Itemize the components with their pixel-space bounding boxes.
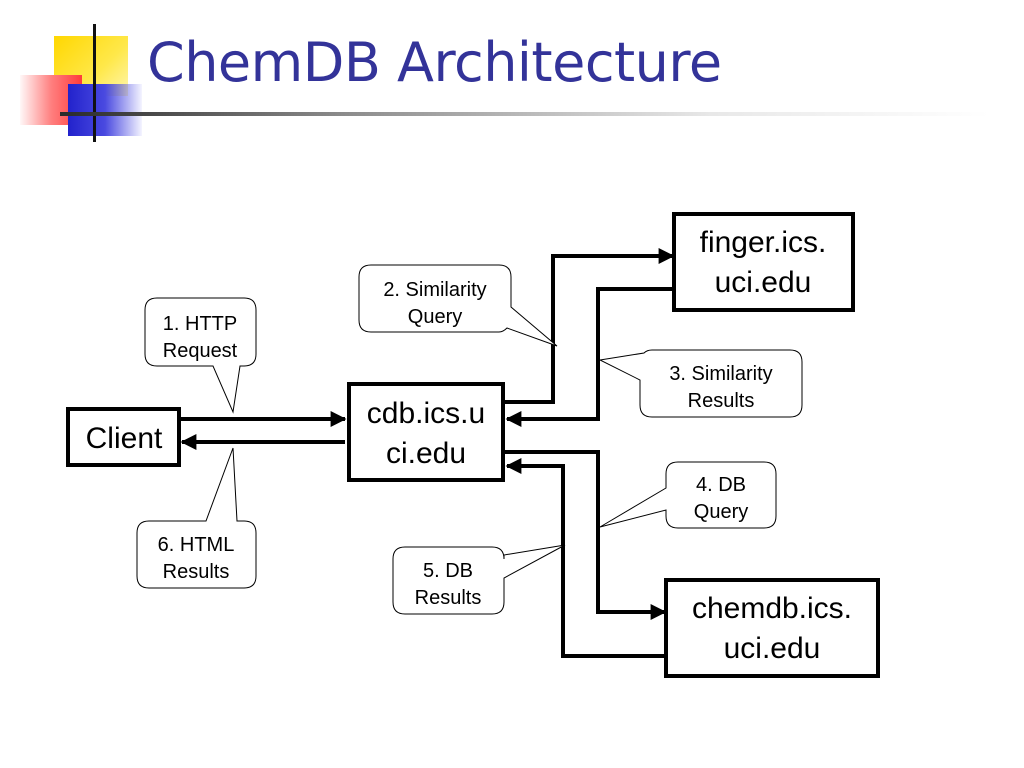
node-client-label: Client [86,422,163,455]
decorative-logo [0,0,150,150]
callout-db-query-line1: 4. DB [696,474,746,496]
arrow-chemdb-to-cdb [505,458,665,658]
node-chemdb-line1: chemdb.ics. [692,592,852,625]
callout-db-results-line1: 5. DB [423,560,473,582]
node-cdb-line2: ci.edu [386,437,466,470]
callout-similarity-results: 3. Similarity Results [598,349,803,418]
callout-http-request-line1: 1. HTTP [163,313,237,335]
callout-html-results-line1: 6. HTML [158,534,235,556]
callout-similarity-query-line1: 2. Similarity [383,279,486,301]
callout-similarity-query-line2: Query [408,306,462,328]
callout-html-results: 6. HTML Results [136,447,257,589]
logo-blue-square [68,84,142,136]
arrow-cdb-to-chemdb [505,450,667,620]
logo-vertical-line [93,24,96,142]
callout-similarity-results-line1: 3. Similarity [669,363,772,385]
callout-db-results-line2: Results [415,587,482,609]
callout-html-results-line2: Results [163,561,230,583]
callout-db-query: 4. DB Query [599,461,777,529]
node-chemdb: chemdb.ics. uci.edu [664,578,880,678]
node-finger: finger.ics. uci.edu [672,212,855,312]
node-client: Client [66,407,181,467]
callout-http-request-line2: Request [163,340,238,362]
node-finger-line1: finger.ics. [700,226,827,259]
callout-similarity-results-line2: Results [688,390,755,412]
node-chemdb-line2: uci.edu [724,632,821,665]
callout-http-request: 1. HTTP Request [144,297,257,414]
arrow-cdb-to-finger [505,248,675,404]
connectors [180,248,675,658]
callout-db-results: 5. DB Results [392,544,566,615]
callout-db-query-line2: Query [694,501,748,523]
node-finger-line2: uci.edu [715,266,812,299]
slide-title: ChemDB Architecture [147,31,722,94]
title-rule [60,112,990,116]
callout-similarity-query: 2. Similarity Query [358,264,558,347]
arrow-finger-to-cdb [505,287,673,427]
node-cdb: cdb.ics.u ci.edu [347,382,505,482]
node-cdb-line1: cdb.ics.u [367,397,485,430]
